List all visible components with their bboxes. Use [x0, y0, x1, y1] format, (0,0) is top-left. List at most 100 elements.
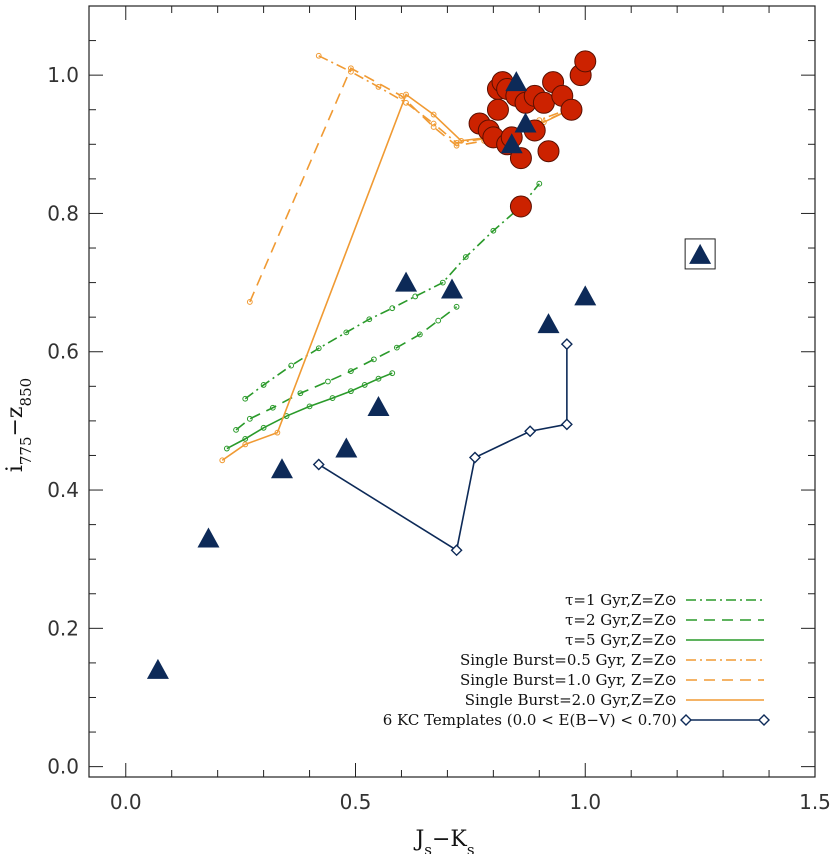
series-3-point	[223, 445, 230, 452]
y-tick-label: 0.8	[47, 201, 79, 225]
series-3-point	[375, 375, 382, 382]
series-2-point	[435, 317, 442, 324]
legend-label-2: τ=2 Gyr,Z=Z⊙	[565, 611, 677, 629]
y-tick-label: 0.0	[47, 755, 79, 779]
red-circle-point	[537, 140, 560, 163]
triangle-point	[500, 133, 523, 154]
series-line-3	[226, 372, 393, 450]
series-7-point	[524, 425, 537, 438]
triangle-point	[270, 458, 293, 479]
triangle-point	[335, 437, 358, 458]
series-3-point	[306, 403, 313, 410]
triangle-point	[574, 285, 597, 306]
series-4-point	[375, 84, 382, 90]
series-7-point	[450, 544, 463, 557]
series-7-point	[560, 338, 573, 351]
series-3-point	[242, 435, 249, 442]
series-line-2	[235, 306, 458, 431]
series-2-point	[325, 378, 331, 385]
triangle-point	[537, 313, 560, 334]
series-1-point	[490, 227, 497, 234]
legend-label-6: Single Burst=2.0 Gyr,Z=Z⊙	[465, 691, 677, 709]
series-3-point	[329, 395, 336, 401]
series-2-point	[233, 426, 239, 433]
legend-label-5: Single Burst=1.0 Gyr, Z=Z⊙	[460, 671, 677, 689]
triangle-point	[367, 396, 390, 417]
series-line-7	[318, 344, 568, 552]
series-6-point	[242, 441, 249, 448]
series-2-point	[297, 390, 304, 397]
series-5-point	[430, 124, 437, 130]
y-axis-label: i775−z850	[3, 378, 35, 472]
triangle-point	[514, 112, 537, 133]
plot-border	[88, 5, 816, 778]
red-circle-point	[486, 98, 509, 121]
series-line-1	[244, 183, 540, 400]
series-1-point	[412, 293, 419, 300]
series-7-point	[312, 458, 325, 471]
x-axis-label: Js−Ks	[413, 827, 474, 854]
data-points	[146, 50, 716, 679]
series-5-point	[246, 299, 253, 305]
series-2-point	[370, 356, 377, 363]
series-1-point	[288, 362, 295, 369]
series-1-point	[389, 305, 396, 312]
series-1-point	[462, 254, 469, 260]
series-1-point	[343, 329, 350, 336]
y-tick-label: 0.2	[47, 616, 79, 640]
plot-frame	[88, 5, 816, 778]
y-tick-label: 1.0	[47, 63, 79, 87]
series-2-point	[393, 344, 400, 351]
series-2-point	[246, 415, 253, 422]
legend-label-3: τ=5 Gyr,Z=Z⊙	[565, 631, 677, 649]
highlight-box	[684, 238, 716, 270]
series-3-point	[361, 382, 368, 388]
series-1-point	[242, 395, 249, 402]
triangle-point	[441, 278, 463, 299]
x-tick-label: 0.5	[340, 790, 372, 814]
legend: τ=1 Gyr,Z=Z⊙ τ=2 Gyr,Z=Z⊙ τ=5 Gyr,Z=Z⊙ Sing…	[383, 591, 770, 729]
series-6-point	[430, 111, 437, 118]
series-2-point	[453, 303, 460, 310]
triangle-point	[689, 243, 712, 264]
x-tick-label: 1.5	[799, 790, 831, 814]
red-circle-point	[560, 98, 583, 121]
series-2-point	[348, 368, 354, 375]
triangle-point	[146, 658, 169, 679]
series-5-point	[348, 65, 354, 72]
axis-ticks: 0.0 0.5 1.0 1.5 0.0 0.2 0.4 0.6 0.8 1.0	[47, 6, 831, 814]
legend-label-4: Single Burst=0.5 Gyr, Z=Z⊙	[460, 651, 677, 669]
y-tick-label: 0.6	[47, 340, 79, 364]
series-1-point	[536, 180, 543, 187]
series-line-5	[249, 67, 568, 303]
red-circle-point	[532, 91, 555, 114]
series-4-point	[315, 52, 322, 59]
x-tick-label: 0.0	[110, 790, 142, 814]
series-2-point	[269, 404, 276, 411]
series-3-point	[348, 388, 354, 395]
y-tick-label: 0.4	[47, 478, 79, 502]
legend-label-7: 6 KC Templates (0.0 < E(B−V) < 0.70)	[383, 711, 677, 729]
legend-label-1: τ=1 Gyr,Z=Z⊙	[565, 591, 677, 609]
triangle-point	[197, 527, 220, 548]
triangle-point	[505, 71, 528, 92]
series-4-point	[430, 120, 437, 127]
series-7-point	[560, 418, 573, 431]
triangle-point	[395, 271, 418, 292]
red-circle-point	[509, 195, 532, 218]
legend-diamond-marker	[680, 714, 692, 726]
series-1-point	[315, 345, 322, 352]
series-1-point	[366, 316, 373, 323]
x-tick-label: 1.0	[569, 790, 601, 814]
legend-diamond-marker	[758, 714, 770, 726]
series-6-point	[403, 91, 409, 98]
series-5-point	[453, 142, 460, 149]
series-6-point	[274, 429, 281, 436]
series-1-point	[260, 382, 267, 388]
series-2-point	[416, 331, 423, 338]
series-6-point	[219, 457, 226, 464]
series-1-point	[439, 279, 446, 286]
series-6-point	[458, 137, 465, 144]
series-3-point	[260, 424, 267, 431]
